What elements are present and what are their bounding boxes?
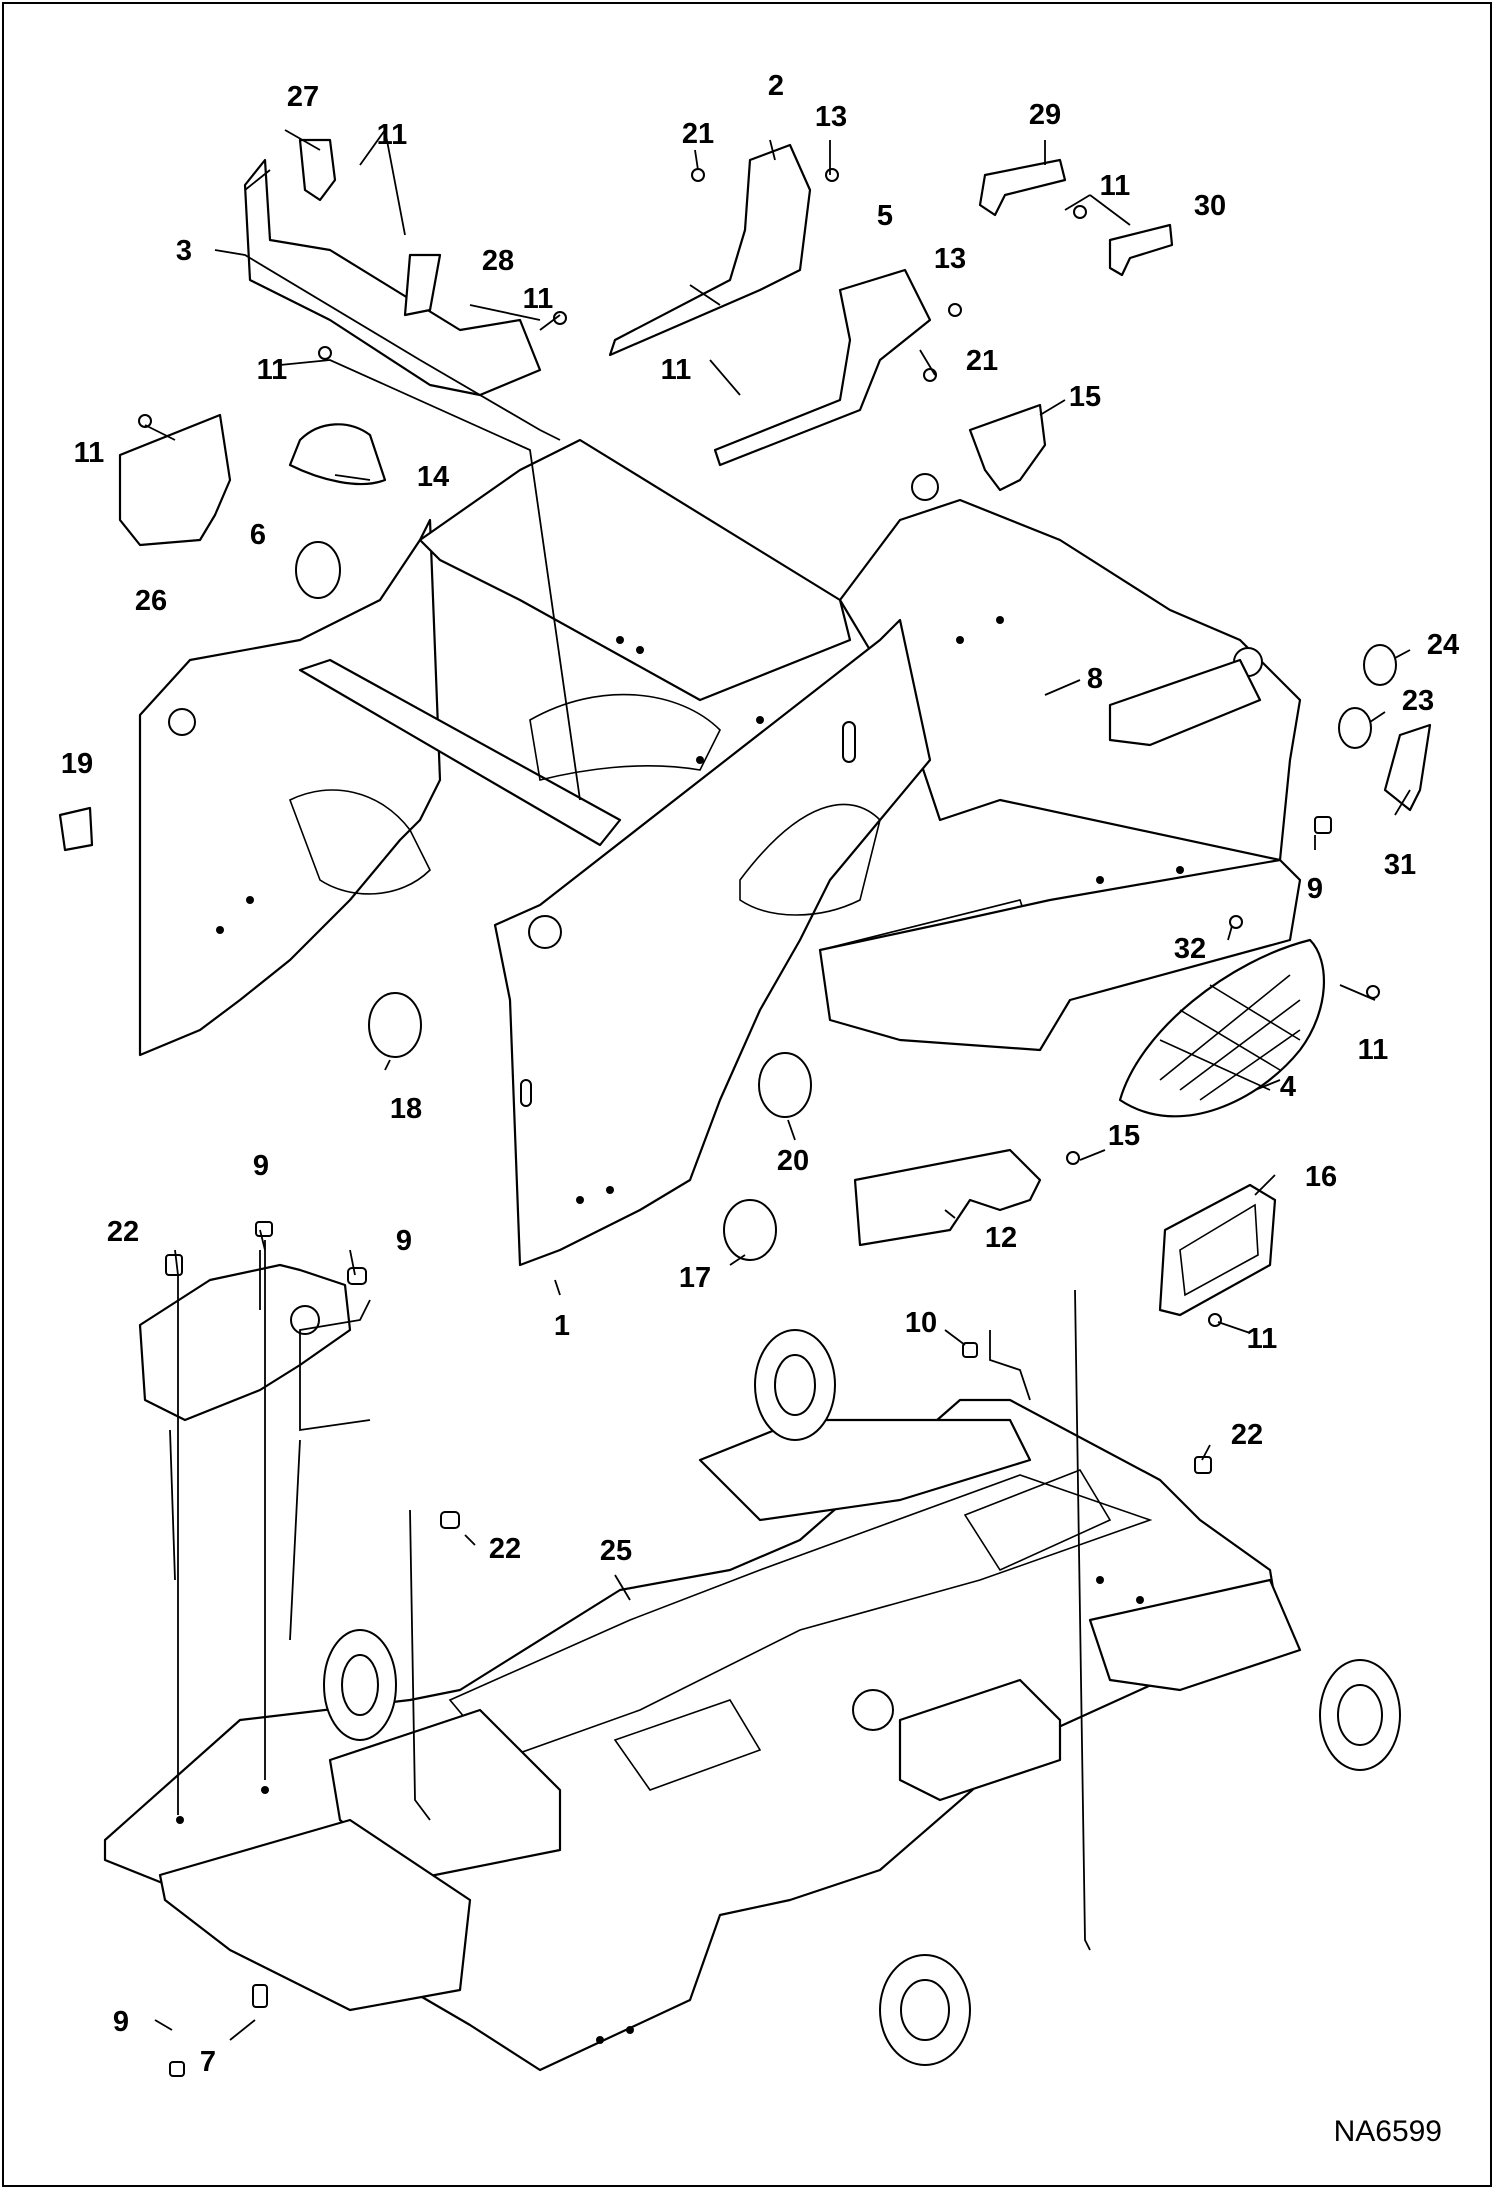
hardware (138, 168, 1380, 2077)
callout-21: 21 (682, 118, 714, 150)
callout-28: 28 (482, 245, 514, 277)
part-14-cover (288, 423, 387, 486)
part-30-bracket (1108, 223, 1174, 277)
part-18-grommet (368, 992, 422, 1058)
callout-32: 32 (1174, 933, 1206, 965)
callout-19: 19 (61, 748, 93, 780)
part-8-bracket (1108, 658, 1262, 747)
callout-15: 15 (1069, 381, 1101, 413)
callout-5: 5 (877, 200, 893, 232)
part-16-cover (1158, 1183, 1277, 1317)
part-12-cover (853, 1148, 1042, 1247)
callout-16: 16 (1305, 1161, 1337, 1193)
part-6-grommet (295, 541, 341, 599)
callout-4: 4 (1280, 1071, 1296, 1103)
leader-lines (144, 129, 1411, 2041)
callout-9: 9 (1307, 873, 1323, 905)
part-24-bushing (1363, 644, 1397, 686)
lower-chassis-assembly (103, 1263, 1401, 2072)
part-19-bracket (58, 806, 94, 852)
part-4-grille (1118, 938, 1325, 1118)
callout-11: 11 (1358, 1034, 1389, 1066)
callout-11: 11 (1100, 170, 1131, 202)
part-23-bushing (1338, 707, 1372, 749)
part-3-shield (243, 158, 542, 397)
callout-9: 9 (253, 1150, 269, 1182)
callout-10: 10 (905, 1307, 937, 1339)
callout-11: 11 (74, 437, 105, 469)
part-26-cover (118, 413, 232, 547)
part-2-shield (608, 143, 812, 357)
callout-13: 13 (934, 243, 966, 275)
part-31-bracket (1383, 723, 1432, 812)
part-27-bracket (298, 138, 337, 202)
callout-30: 30 (1194, 190, 1226, 222)
callout-23: 23 (1402, 685, 1434, 717)
part-5-shield (713, 268, 932, 467)
callout-11: 11 (257, 354, 288, 386)
callout-27: 27 (287, 81, 319, 113)
callout-11: 11 (661, 354, 692, 386)
callout-14: 14 (417, 461, 449, 493)
callout-20: 20 (777, 1145, 809, 1177)
part-15-upper-bracket (968, 403, 1047, 492)
callout-22: 22 (107, 1216, 139, 1248)
callout-25: 25 (600, 1535, 632, 1567)
part-17-grommet (723, 1199, 777, 1261)
callout-24: 24 (1427, 629, 1459, 661)
callout-21: 21 (966, 345, 998, 377)
part-28-bracket (403, 253, 442, 317)
callout-11: 11 (523, 283, 554, 315)
callout-13: 13 (815, 101, 847, 133)
drawing-number: NA6599 (1333, 2115, 1442, 2148)
main-frame-assembly (138, 438, 1302, 1267)
callout-26: 26 (135, 585, 167, 617)
callout-9: 9 (113, 2006, 129, 2038)
callout-12: 12 (985, 1222, 1017, 1254)
callout-22: 22 (489, 1533, 521, 1565)
callout-8: 8 (1087, 663, 1103, 695)
callout-7: 7 (200, 2046, 216, 2078)
callout-18: 18 (390, 1093, 422, 1125)
callout-29: 29 (1029, 99, 1061, 131)
callout-3: 3 (176, 235, 192, 267)
callout-6: 6 (250, 519, 266, 551)
callout-1: 1 (554, 1310, 570, 1342)
callout-11: 11 (1247, 1323, 1278, 1355)
callout-2: 2 (768, 70, 784, 102)
callout-11: 11 (377, 119, 408, 151)
callout-labels: 27 11 3 28 11 11 11 14 26 6 2 21 13 5 13… (61, 70, 1459, 2078)
callout-17: 17 (679, 1262, 711, 1294)
callout-15: 15 (1108, 1120, 1140, 1152)
callout-9: 9 (396, 1225, 412, 1257)
callout-22: 22 (1231, 1419, 1263, 1451)
callout-31: 31 (1384, 849, 1416, 881)
part-20-grommet (758, 1052, 812, 1118)
part-29-bracket (978, 158, 1067, 217)
